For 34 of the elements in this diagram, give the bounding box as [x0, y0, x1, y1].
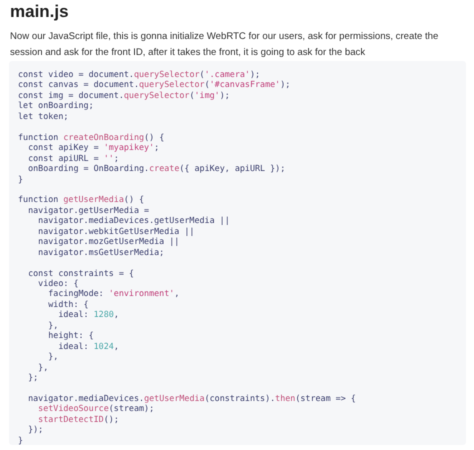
code-line: video: { — [37, 278, 79, 288]
code-line: }, — [37, 362, 48, 372]
code-line: navigator.getUserMedia = — [27, 204, 150, 215]
code-line: facingMode: 'environment', — [47, 288, 180, 298]
code-line: navigator.msGetUserMedia; — [37, 246, 164, 257]
code-line: }; — [27, 372, 38, 382]
code-line: } — [18, 434, 24, 445]
code-line: navigator.mediaDevices.getUserMedia(constraints).then(stream => { — [27, 392, 356, 403]
code-line: const video = document.querySelector('.camera'); — [18, 69, 260, 79]
code-line: navigator.mediaDevices.getUserMedia || — [37, 215, 230, 226]
code-line: function getUserMedia() { — [18, 194, 144, 204]
code-line: navigator.mozGetUserMedia || — [37, 236, 180, 246]
code-line: ideal: 1024, — [57, 340, 119, 351]
code-line: }); — [27, 424, 44, 434]
code-line: onBoarding = OnBoarding.create({ apiKey, apiURL }); — [27, 163, 286, 174]
code-line: const img = document.querySelector('img'); — [18, 90, 230, 100]
file-title: main.js — [10, 2, 69, 22]
description-paragraph: Now our JavaScript file, this is gonna initialize WebRTC for our users, ask for permissions, create the session and ask for the front ID, after it takes the front, it is going to ask for the back — [10, 30, 440, 60]
code-line: const apiURL = ''; — [27, 152, 119, 163]
code-line: }, — [47, 320, 58, 330]
code-line: function createOnBoarding() { — [18, 132, 164, 142]
code-line: let onBoarding; — [18, 100, 94, 110]
code-line: const canvas = document.querySelector('#canvasFrame'); — [18, 79, 290, 90]
code-line: startDetectID(); — [37, 414, 119, 424]
code-line: width: { — [47, 298, 89, 309]
code-line: const constraints = { — [27, 268, 134, 278]
code-line: let token; — [18, 110, 68, 121]
code-line: }, — [47, 351, 58, 362]
code-line: const apiKey = 'myapikey'; — [27, 142, 160, 152]
code-line: navigator.webkitGetUserMedia || — [37, 226, 194, 236]
code-line: ideal: 1280, — [57, 309, 119, 320]
code-line: height: { — [47, 330, 94, 340]
code-line: setVideoSource(stream); — [37, 403, 154, 414]
code-line: } — [18, 174, 24, 184]
